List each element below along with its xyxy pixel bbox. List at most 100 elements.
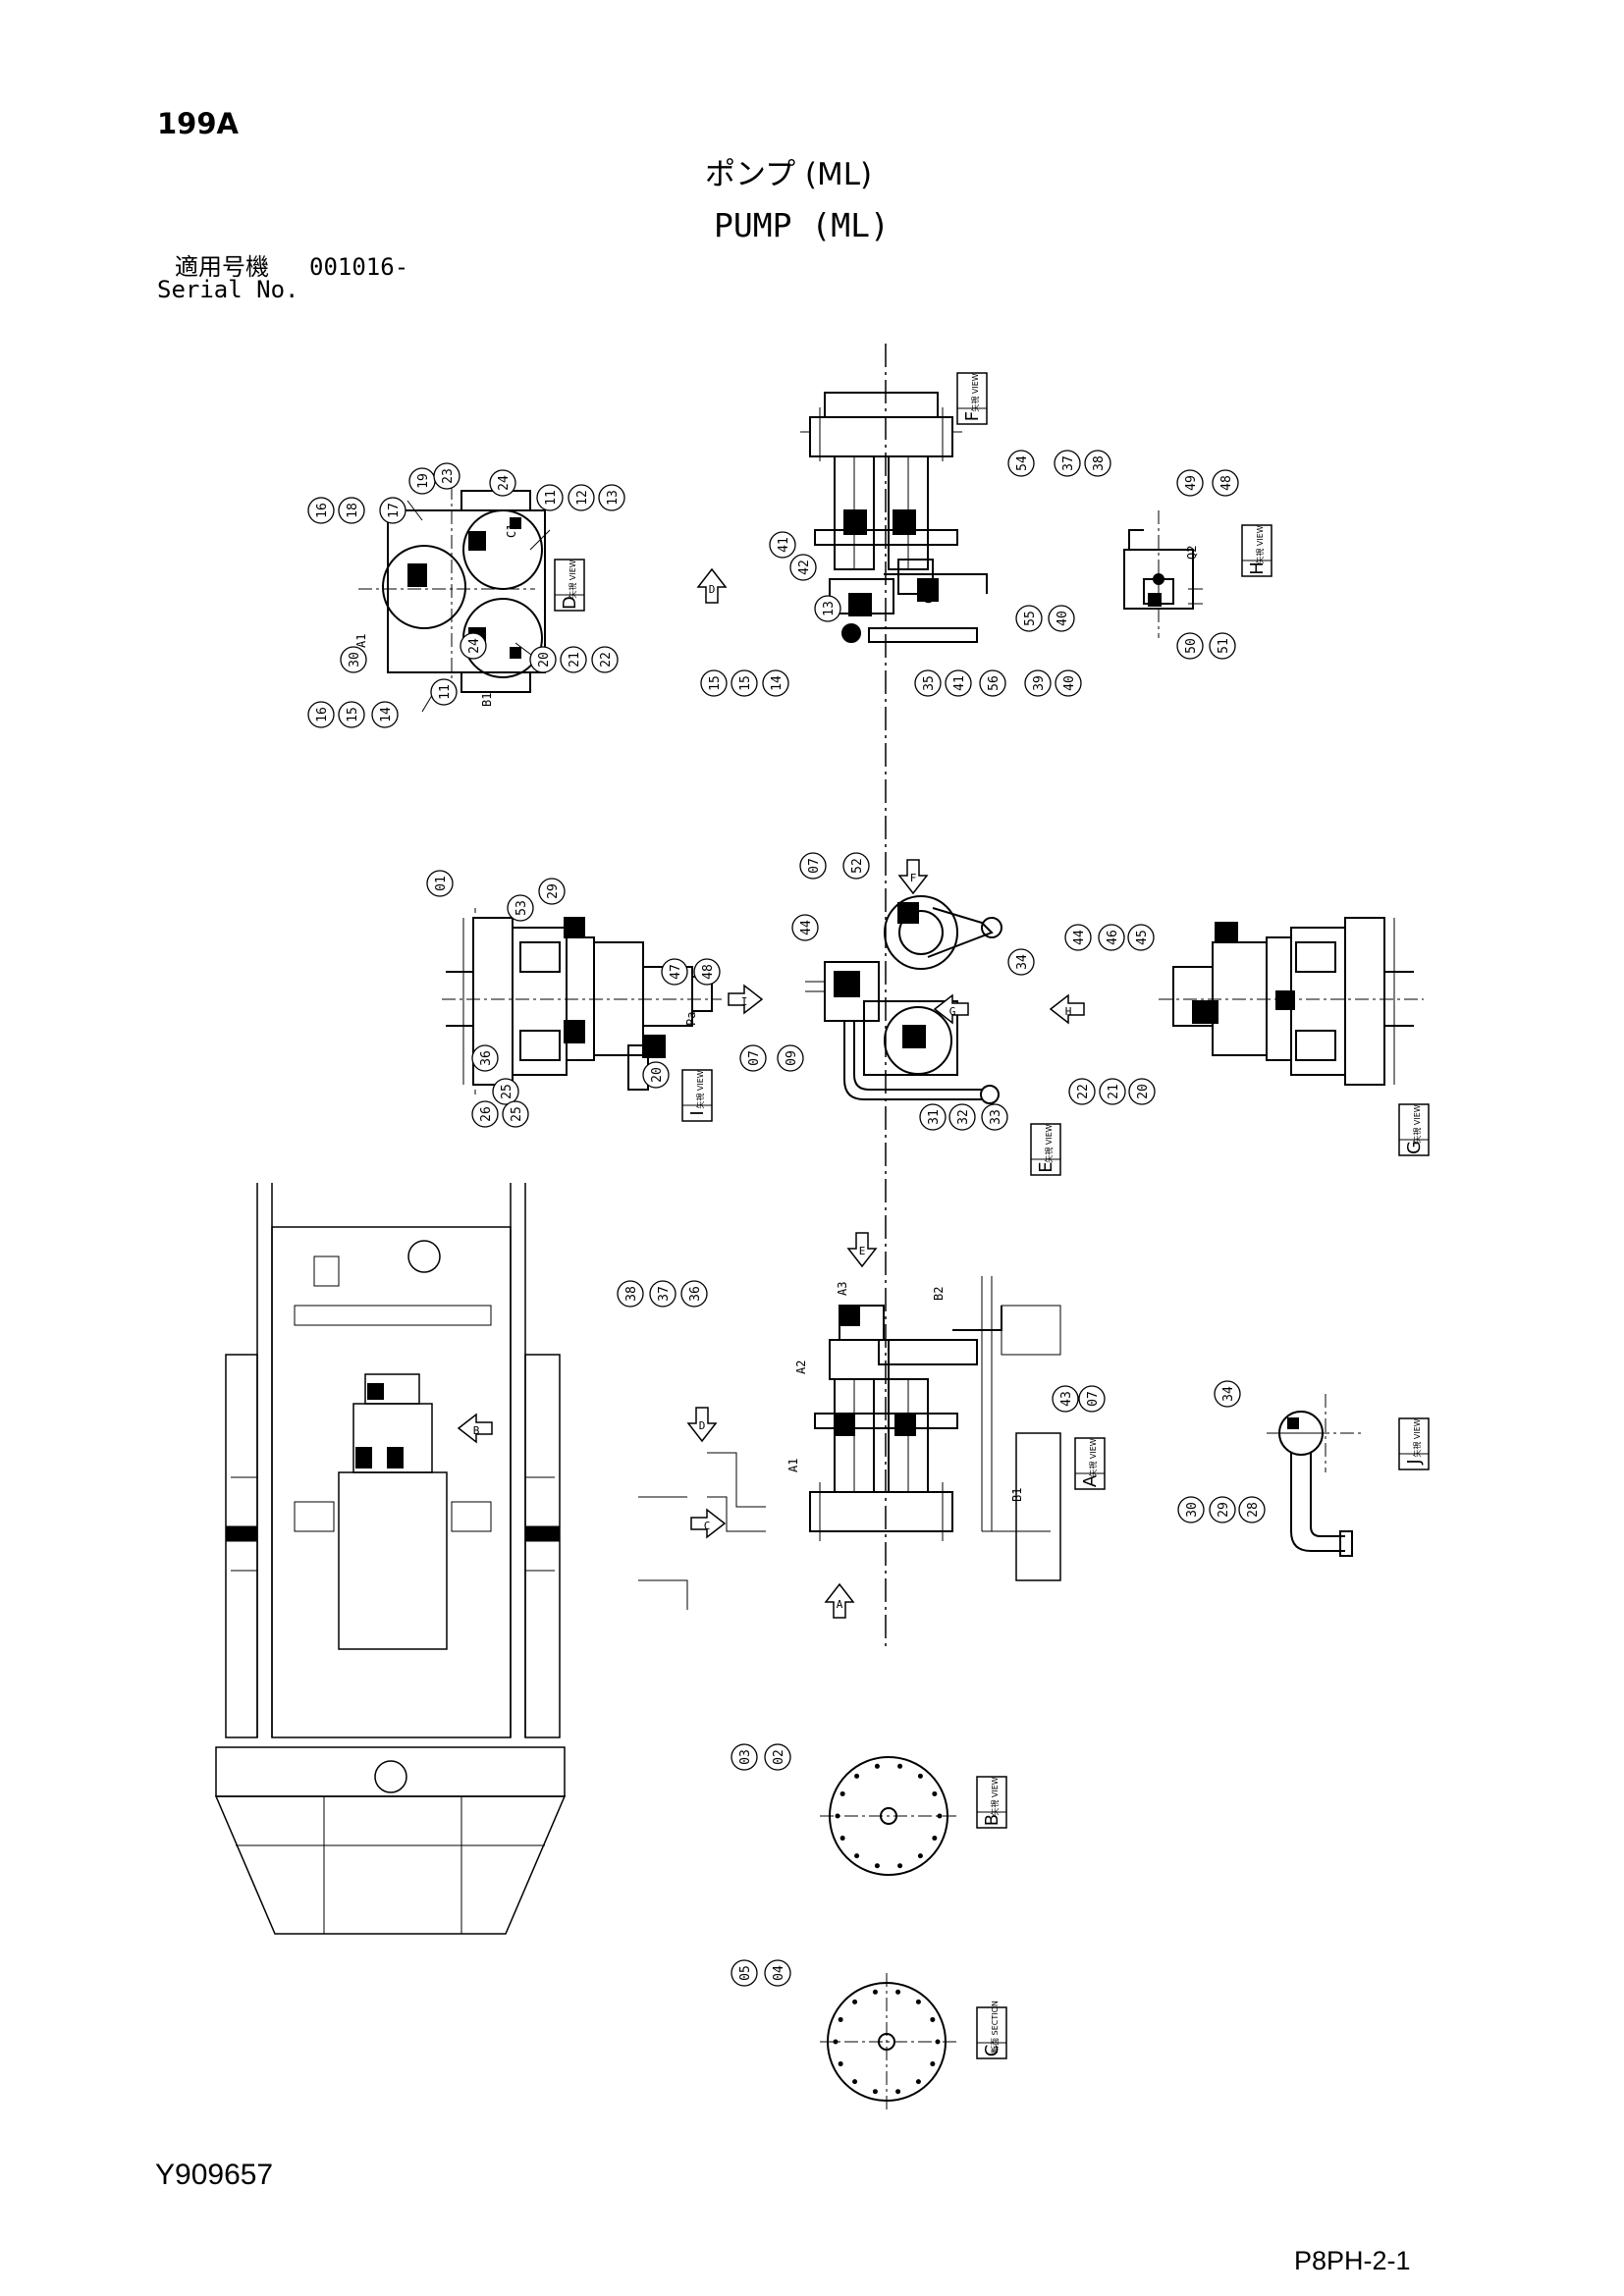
port-label: B2 bbox=[932, 1287, 946, 1301]
part-number: 44 bbox=[1072, 930, 1087, 945]
part-callout: 36 bbox=[680, 1280, 708, 1308]
part-number: 04 bbox=[772, 1965, 786, 1981]
part-callout: 11 bbox=[430, 678, 458, 706]
part-callout: 19 bbox=[408, 467, 436, 495]
bolt-hole bbox=[935, 2039, 941, 2045]
view-arrow: C bbox=[690, 1508, 727, 1539]
title-english: PUMP (ML) bbox=[714, 206, 890, 244]
view-arrow: D bbox=[686, 1407, 718, 1443]
machine-frame bbox=[214, 1183, 567, 1935]
bolt-hole bbox=[874, 1863, 880, 1869]
part-number: 09 bbox=[785, 1050, 799, 1066]
part-callout: 38 bbox=[1084, 450, 1111, 477]
view-a-pump-top bbox=[638, 1276, 1061, 1610]
part-callout: 31 bbox=[919, 1103, 947, 1131]
part-number: 56 bbox=[987, 675, 1001, 691]
view-g-pump-side bbox=[1159, 917, 1424, 1086]
view-arrow: I bbox=[728, 984, 764, 1015]
part-callout: 17 bbox=[379, 497, 406, 524]
part-number: 28 bbox=[1246, 1502, 1261, 1518]
view-label-kind: 矢視 VIEW bbox=[568, 560, 577, 598]
view-arrow: B bbox=[457, 1413, 493, 1444]
part-callout: 52 bbox=[842, 852, 870, 880]
bolt-hole bbox=[897, 1763, 903, 1769]
part-callout: 38 bbox=[617, 1280, 644, 1308]
part-callout: 20 bbox=[529, 646, 557, 673]
port-label: C2 bbox=[922, 590, 936, 604]
part-callout: 05 bbox=[731, 1959, 758, 1987]
part-number: 11 bbox=[544, 490, 559, 506]
part-number: 37 bbox=[1061, 455, 1076, 471]
part-number: 07 bbox=[1086, 1391, 1101, 1407]
part-callout: 11 bbox=[536, 484, 564, 511]
part-number: 40 bbox=[1062, 675, 1077, 691]
bolt-hole bbox=[895, 1989, 901, 1995]
part-number: 13 bbox=[822, 601, 837, 616]
part-callout: 46 bbox=[1098, 924, 1125, 951]
part-callout: 12 bbox=[568, 484, 595, 511]
part-number: 33 bbox=[989, 1109, 1003, 1125]
part-callout: 49 bbox=[1176, 469, 1204, 497]
part-number: 36 bbox=[688, 1286, 703, 1302]
part-number: 48 bbox=[1219, 475, 1234, 491]
view-arrow: G bbox=[933, 993, 969, 1025]
part-number: 21 bbox=[568, 652, 582, 667]
part-number: 52 bbox=[850, 858, 865, 874]
part-callout: 45 bbox=[1127, 924, 1155, 951]
part-callout: 40 bbox=[1055, 669, 1082, 697]
bolt-hole bbox=[838, 2061, 843, 2067]
part-number: 24 bbox=[497, 475, 512, 491]
part-number: 20 bbox=[650, 1067, 665, 1083]
bolt-hole bbox=[917, 1773, 923, 1779]
port-label: Pa bbox=[684, 1012, 698, 1026]
part-callout: 53 bbox=[507, 894, 534, 922]
part-callout: 03 bbox=[731, 1743, 758, 1771]
part-callout: 22 bbox=[1068, 1078, 1096, 1105]
part-number: 37 bbox=[657, 1286, 672, 1302]
part-callout: 39 bbox=[1024, 669, 1052, 697]
part-number: 01 bbox=[434, 876, 449, 891]
view-label-letter: E bbox=[1036, 1161, 1056, 1172]
part-callout: 32 bbox=[948, 1103, 976, 1131]
view-j-pipe-elbow bbox=[1267, 1394, 1365, 1557]
bolt-hole bbox=[932, 1790, 938, 1796]
part-callout: 35 bbox=[914, 669, 942, 697]
view-label-letter: I bbox=[687, 1110, 708, 1115]
part-number: 25 bbox=[510, 1106, 524, 1122]
part-number: 44 bbox=[799, 920, 814, 935]
part-number: 03 bbox=[738, 1749, 753, 1765]
part-callout: 16 bbox=[307, 497, 335, 524]
part-callout: 28 bbox=[1238, 1496, 1266, 1523]
bolt-hole bbox=[915, 1999, 921, 2004]
part-number: 14 bbox=[379, 707, 394, 722]
drawing-number: Y909657 bbox=[155, 2159, 274, 2191]
part-number: 34 bbox=[1015, 954, 1030, 970]
part-number: 15 bbox=[346, 707, 360, 722]
serial-number-value: 001016- bbox=[309, 253, 409, 281]
part-number: 18 bbox=[346, 503, 360, 518]
part-number: 15 bbox=[738, 675, 753, 691]
part-number: 14 bbox=[770, 675, 785, 691]
part-callout: 40 bbox=[1048, 605, 1075, 632]
part-callout: 34 bbox=[1007, 948, 1035, 976]
part-callout: 48 bbox=[693, 958, 721, 986]
part-callout: 36 bbox=[471, 1044, 499, 1072]
part-number: 34 bbox=[1221, 1386, 1236, 1402]
part-number: 29 bbox=[1217, 1502, 1231, 1518]
part-callout: 23 bbox=[433, 462, 460, 490]
part-number: 51 bbox=[1217, 638, 1231, 654]
part-callout: 43 bbox=[1052, 1385, 1079, 1413]
part-callout: 30 bbox=[1177, 1496, 1205, 1523]
part-callout: 15 bbox=[338, 701, 365, 728]
part-callout: 34 bbox=[1214, 1380, 1241, 1408]
part-callout: 55 bbox=[1015, 605, 1043, 632]
port-label: B1 bbox=[480, 693, 494, 707]
view-arrow-letter: A bbox=[837, 1598, 843, 1611]
part-callout: 16 bbox=[307, 701, 335, 728]
